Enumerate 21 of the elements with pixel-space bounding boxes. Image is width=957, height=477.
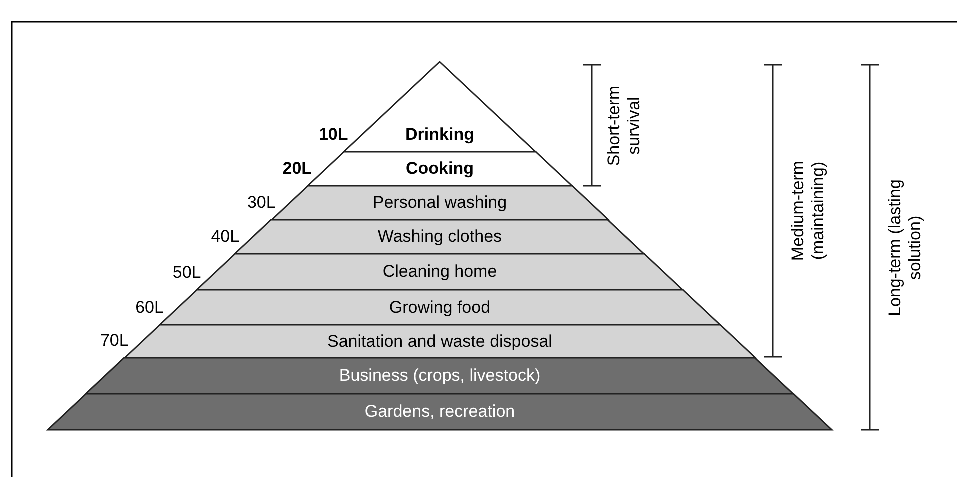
- level-label: Growing food: [389, 298, 491, 318]
- level-label: Cleaning home: [382, 262, 498, 282]
- volume-label: 70L: [100, 331, 129, 351]
- pyramid-level: [86, 358, 794, 394]
- level-label: Cooking: [406, 159, 474, 179]
- level-label: Gardens, recreation: [364, 402, 516, 422]
- level-label: Personal washing: [372, 193, 508, 213]
- pyramid-level: [48, 394, 832, 430]
- volume-label: 60L: [136, 298, 164, 318]
- term-label: Short-term survival: [604, 84, 644, 168]
- volume-label: 50L: [172, 263, 202, 283]
- volume-label: 30L: [247, 193, 276, 213]
- level-label: Sanitation and waste disposal: [328, 332, 552, 352]
- level-label: Business (crops, livestock): [339, 366, 541, 386]
- term-label: Medium-term (maintaining): [788, 160, 828, 264]
- level-label: Drinking: [406, 125, 474, 145]
- volume-label: 20L: [282, 159, 312, 179]
- volume-label: 40L: [211, 227, 240, 247]
- level-label: Washing clothes: [378, 227, 502, 247]
- volume-label: 10L: [318, 125, 348, 145]
- term-label: Long-term (lasting solution): [885, 178, 925, 318]
